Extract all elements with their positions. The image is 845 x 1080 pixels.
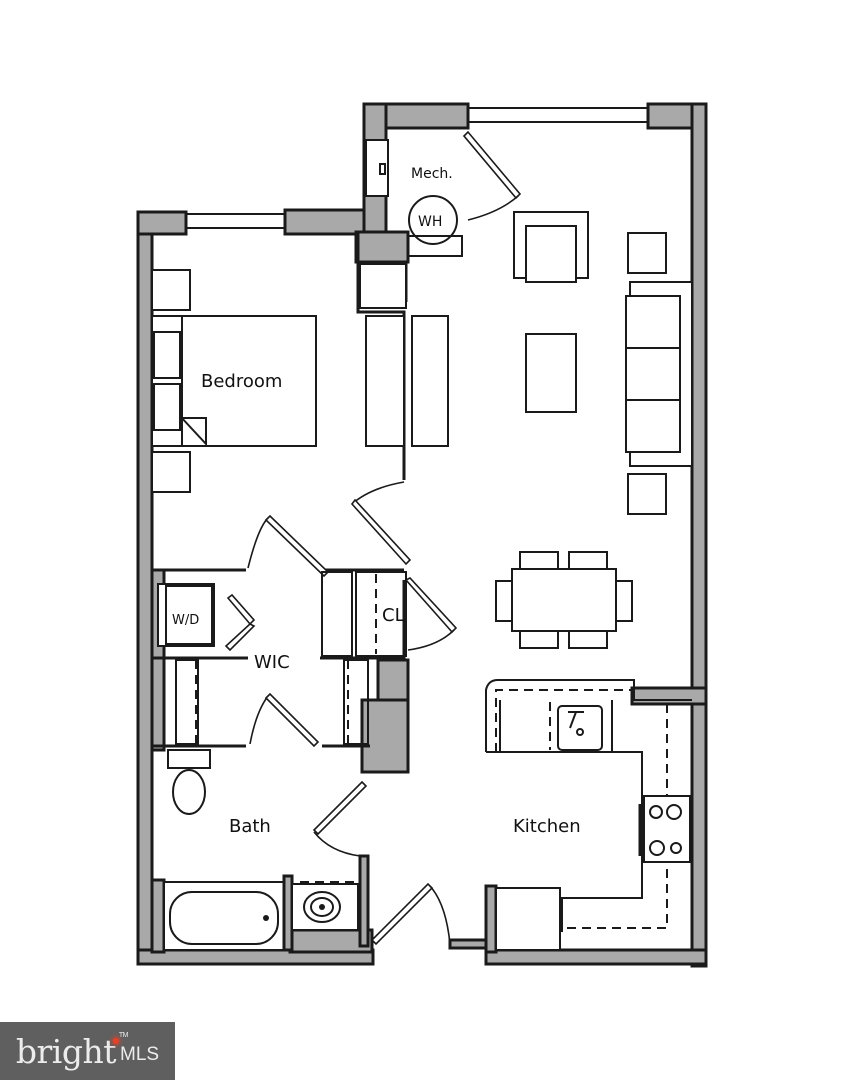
trademark-mark: TM bbox=[118, 1031, 129, 1039]
living-room bbox=[513, 211, 693, 515]
bedroom: Bedroom bbox=[151, 263, 449, 493]
room-label-bedroom: Bedroom bbox=[201, 371, 282, 392]
room-label-mech: Mech. bbox=[411, 166, 453, 182]
room-label-cl: CL bbox=[382, 605, 405, 626]
bath: Bath bbox=[150, 746, 370, 952]
exterior-walls bbox=[136, 102, 708, 968]
mech-room: Mech. WH bbox=[365, 130, 522, 257]
dining-table bbox=[495, 551, 633, 649]
room-label-kitchen: Kitchen bbox=[513, 816, 581, 837]
room-label-wd: W/D bbox=[172, 613, 199, 628]
spark-icon bbox=[113, 1037, 119, 1044]
logo-mls-text: MLS bbox=[120, 1044, 160, 1065]
coat-closet: CL bbox=[321, 571, 458, 657]
bedroom-door bbox=[350, 481, 412, 566]
room-label-bath: Bath bbox=[229, 816, 271, 837]
kitchen: Kitchen bbox=[485, 679, 692, 951]
laundry-wic: W/D WIC bbox=[157, 514, 369, 748]
bright-mls-logo: bright TM MLS bbox=[0, 1022, 175, 1080]
logo-wordmark: bright TM bbox=[15, 1031, 129, 1071]
entry-door bbox=[370, 882, 488, 950]
room-label-wh: WH bbox=[418, 214, 442, 230]
room-label-wic: WIC bbox=[254, 652, 290, 673]
